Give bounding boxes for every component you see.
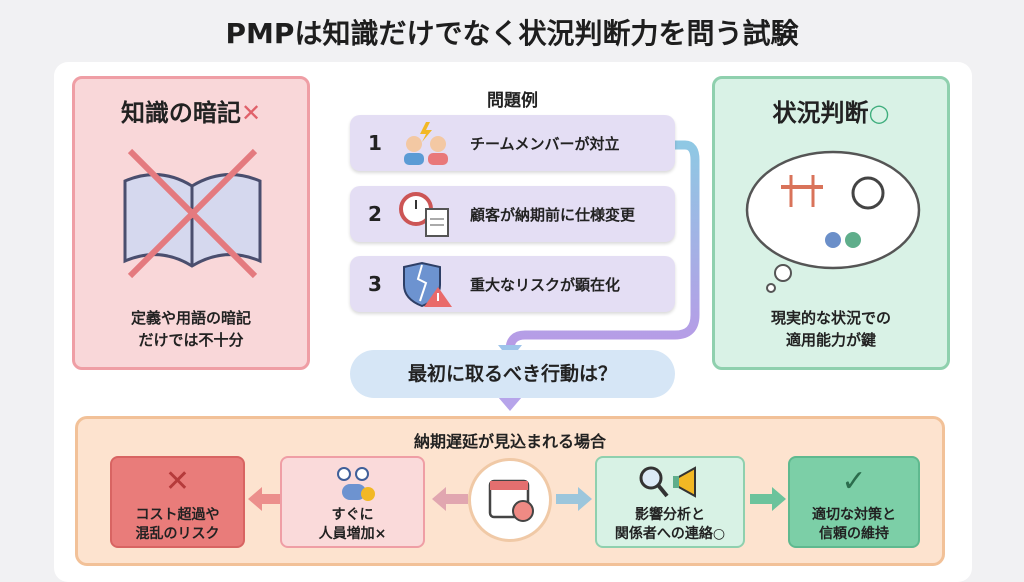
- outcome-box: ✓ 適切な対策と信頼の維持: [788, 456, 920, 548]
- item-text: 顧客が納期前に仕様変更: [470, 205, 636, 224]
- thought-cloud-icon: [745, 150, 921, 293]
- item-text: 重大なリスクが顕在化: [470, 275, 621, 294]
- check-icon: ✓: [841, 464, 867, 499]
- example-item-1: 1 チームメンバーが対立: [350, 115, 675, 171]
- arrow-right-icon: [750, 487, 786, 511]
- calendar-circle: [468, 458, 552, 542]
- page-title: PMPは知識だけでなく状況判断力を問う試験: [225, 17, 799, 50]
- analysis-line-1: 影響分析と: [635, 507, 705, 523]
- examples-heading: 問題例: [487, 91, 538, 111]
- example-item-2: 2 顧客が納期前に仕様変更: [350, 186, 675, 242]
- analysis-line-2: 関係者への連絡○: [614, 526, 726, 542]
- arrow-left-icon: [248, 487, 280, 511]
- judgment-card: 状況判断○ 現実的な状況での適用能力が鍵: [712, 76, 950, 370]
- item-text: チームメンバーが対立: [470, 134, 620, 153]
- calendar-clock-icon: [488, 479, 534, 522]
- scenario-heading: 納期遅延が見込まれる場合: [413, 432, 606, 451]
- conflict-people-icon: [404, 122, 448, 165]
- knowledge-footer-1: 定義や用語の暗記: [130, 309, 251, 327]
- item-number: 3: [368, 272, 382, 296]
- judgment-title-text: 状況判断: [772, 99, 869, 127]
- add-staff-box: すぐに人員増加×: [280, 456, 425, 548]
- outcome-line-2: 信頼の維持: [819, 526, 889, 542]
- example-item-3: 3 重大なリスクが顕在化: [350, 256, 675, 312]
- knowledge-title-text: 知識の暗記: [120, 99, 241, 127]
- risk-line-2: 混乱のリスク: [135, 526, 220, 542]
- outcome-line-1: 適切な対策と: [812, 507, 896, 523]
- add-people-icon: [337, 467, 375, 501]
- clock-document-icon: [399, 192, 449, 237]
- search-megaphone-icon: [639, 466, 696, 498]
- add-staff-line-1: すぐに: [331, 507, 374, 523]
- judgment-footer-1: 現実的な状況での: [770, 309, 891, 327]
- book-crossed-icon: [123, 148, 262, 279]
- cross-mark: ✕: [240, 99, 262, 127]
- judgment-footer-2: 適用能力が鍵: [785, 331, 876, 349]
- knowledge-footer-2: だけでは不十分: [138, 331, 244, 349]
- item-number: 2: [368, 202, 382, 226]
- arrow-left-icon: [432, 487, 468, 511]
- risk-line-1: コスト超過や: [135, 507, 220, 523]
- judgment-title: 状況判断○: [715, 93, 947, 128]
- arrow-right-icon: [556, 487, 592, 511]
- add-staff-line-2: 人員増加×: [318, 526, 387, 542]
- knowledge-title: 知識の暗記✕: [75, 93, 307, 128]
- risk-box: ✕ コスト超過や混乱のリスク: [110, 456, 245, 548]
- circle-mark: ○: [868, 99, 890, 127]
- analysis-box: 影響分析と関係者への連絡○: [595, 456, 745, 548]
- knowledge-card: 知識の暗記✕ 定義や用語の暗記だけでは不十分: [72, 76, 310, 370]
- cross-icon: ✕: [164, 464, 191, 499]
- broken-shield-warning-icon: [403, 261, 452, 307]
- question-pill: 最初に取るべき行動は？: [350, 350, 675, 398]
- item-number: 1: [368, 131, 382, 155]
